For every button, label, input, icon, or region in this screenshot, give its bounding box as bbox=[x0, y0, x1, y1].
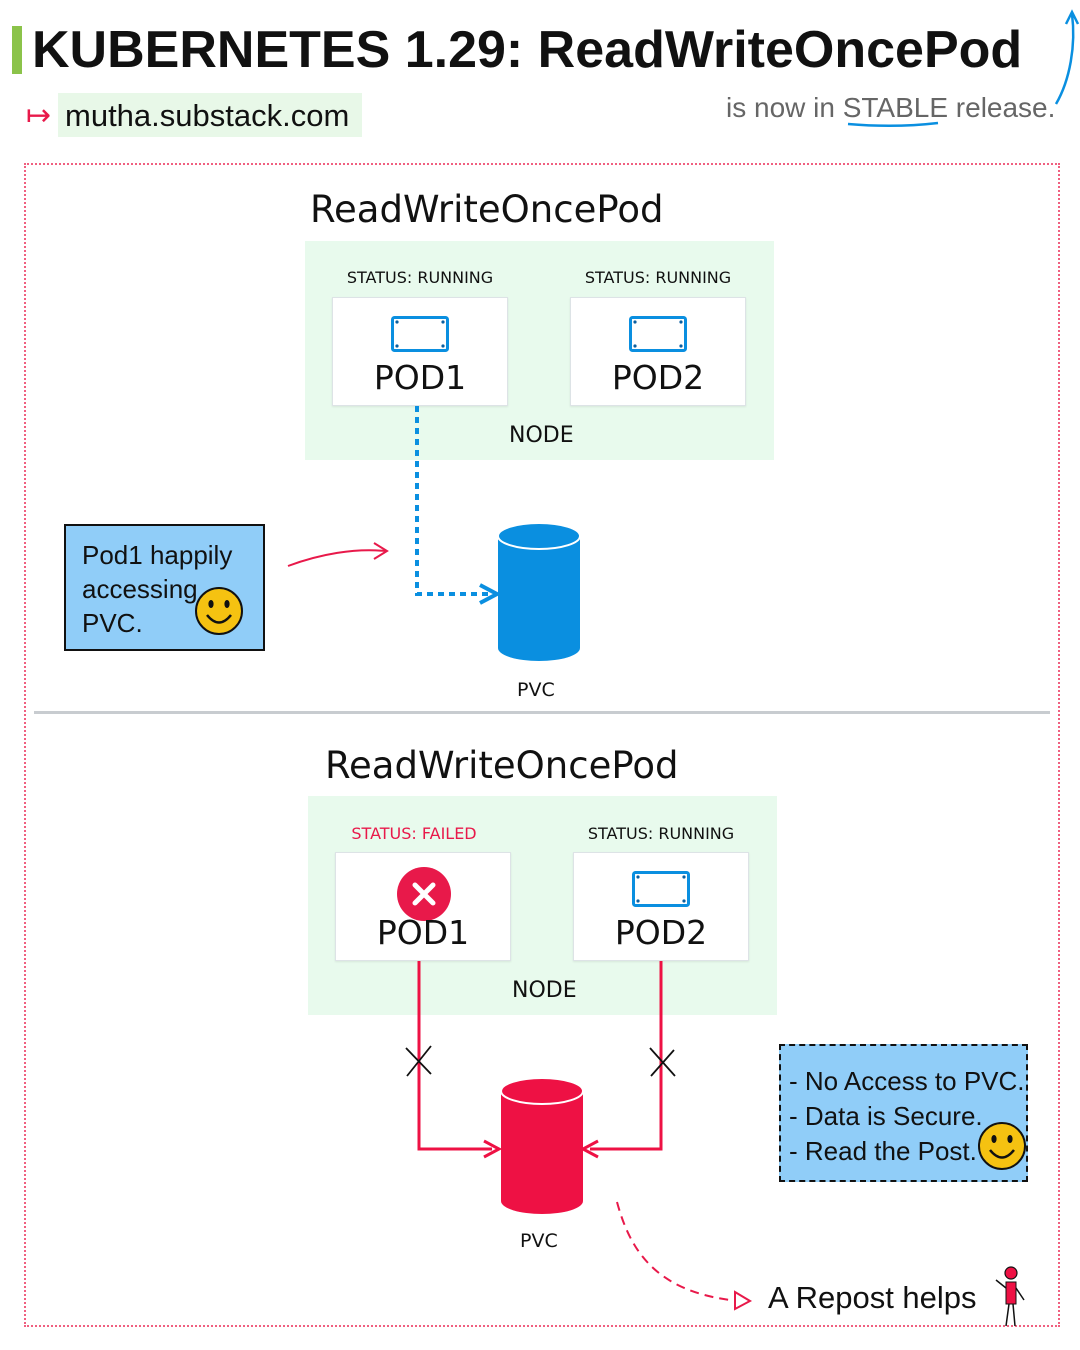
section-divider bbox=[34, 711, 1050, 714]
bottom-pod1-label: POD1 bbox=[376, 913, 470, 952]
bottom-pod1-pvc-connector bbox=[405, 961, 503, 1159]
top-pvc-cylinder-icon bbox=[497, 522, 581, 661]
url-highlight bbox=[58, 93, 362, 137]
smiley-icon bbox=[978, 1122, 1026, 1170]
top-node-label: NODE bbox=[509, 423, 574, 448]
title-accent-bar bbox=[12, 26, 22, 74]
top-note-line-3: PVC. bbox=[82, 608, 143, 638]
bottom-pod2-label: POD2 bbox=[614, 913, 708, 952]
bottom-pvc-label: PVC bbox=[520, 1230, 558, 1252]
bottom-pod1-box[interactable]: POD1 bbox=[335, 852, 511, 961]
source-url[interactable]: mutha.substack.com bbox=[65, 98, 350, 133]
pod-icon bbox=[629, 316, 687, 352]
bottom-section-title: ReadWriteOncePod bbox=[325, 744, 679, 787]
stick-figure-icon bbox=[995, 1266, 1025, 1327]
top-pod1-pvc-connector bbox=[415, 406, 502, 605]
top-pod2-status: STATUS: RUNNING bbox=[584, 268, 732, 287]
bottom-pod1-status: STATUS: FAILED bbox=[351, 824, 477, 843]
repost-text: A Repost helps bbox=[768, 1280, 977, 1315]
bottom-note-line-2: - Data is Secure. bbox=[789, 1101, 983, 1131]
bottom-pod2-box[interactable]: POD2 bbox=[573, 852, 749, 961]
bottom-note-line-3: - Read the Post. bbox=[789, 1136, 977, 1166]
pod-icon bbox=[632, 871, 690, 907]
content-frame bbox=[24, 163, 1060, 1327]
top-pod2-label: POD2 bbox=[611, 358, 705, 397]
right-arrow-icon: ↦ bbox=[26, 99, 52, 132]
top-pod1-label: POD1 bbox=[373, 358, 467, 397]
smiley-icon bbox=[195, 587, 243, 635]
top-pod1-status: STATUS: RUNNING bbox=[346, 268, 494, 287]
top-pod1-box[interactable]: POD1 bbox=[332, 297, 508, 406]
bottom-node-label: NODE bbox=[512, 978, 577, 1003]
top-pvc-label: PVC bbox=[517, 679, 555, 701]
failed-x-icon bbox=[397, 867, 451, 921]
top-note-pointer-arrow bbox=[287, 542, 389, 567]
repost-pointer-arrow bbox=[616, 1201, 753, 1311]
top-note: Pod1 happily accessing PVC. bbox=[64, 524, 265, 651]
top-section-title: ReadWriteOncePod bbox=[310, 188, 664, 231]
stable-underline bbox=[847, 121, 939, 128]
bottom-pod2-status: STATUS: RUNNING bbox=[587, 824, 735, 843]
top-note-line-1: Pod1 happily bbox=[82, 540, 233, 570]
pod-icon bbox=[391, 316, 449, 352]
stable-release-note: is now in STABLE release. bbox=[726, 92, 1056, 123]
bottom-pod2-pvc-connector bbox=[579, 961, 676, 1159]
top-pod2-box[interactable]: POD2 bbox=[570, 297, 746, 406]
header-curve-arrow bbox=[1054, 9, 1080, 105]
top-note-line-2: accessing bbox=[82, 574, 198, 604]
bottom-pvc-cylinder-icon bbox=[500, 1077, 584, 1214]
page-title: KUBERNETES 1.29: ReadWriteOncePod bbox=[32, 21, 1023, 79]
bottom-note-line-1: - No Access to PVC. bbox=[789, 1066, 1025, 1096]
